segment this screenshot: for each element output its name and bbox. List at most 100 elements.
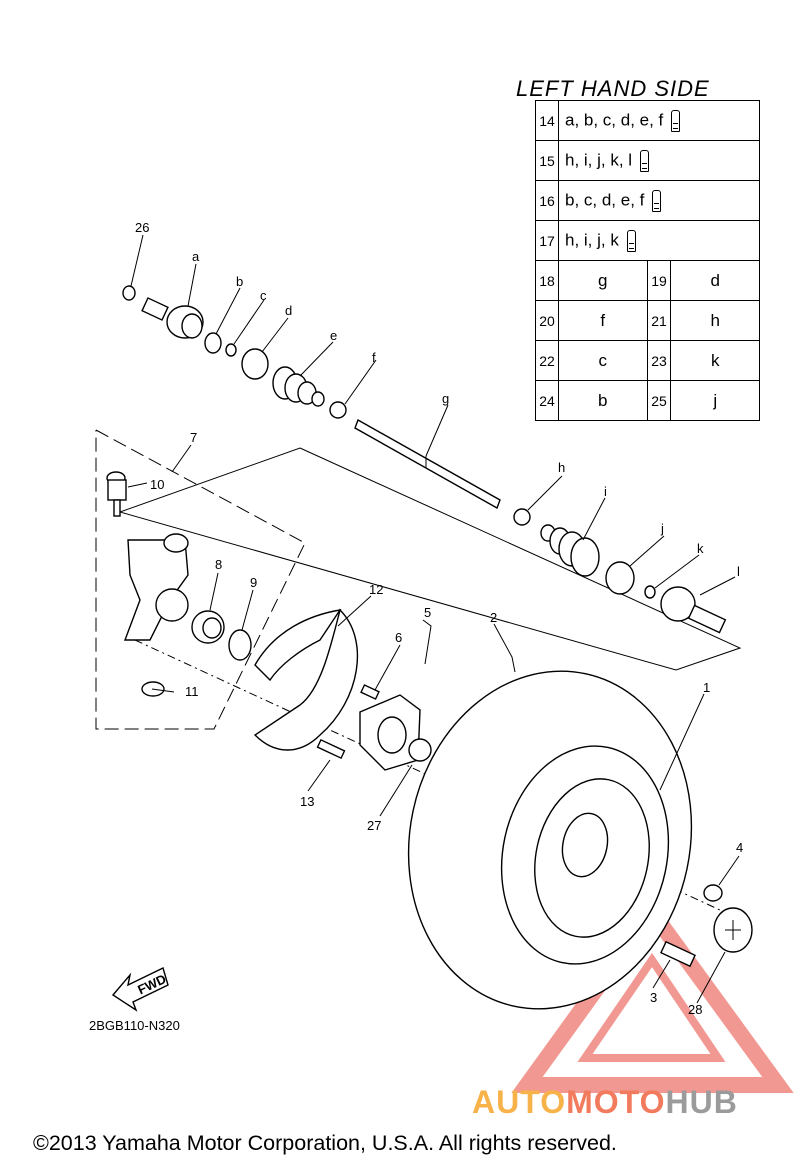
bolt-6 bbox=[360, 684, 380, 700]
watermark-part-2: MOTO bbox=[566, 1084, 666, 1120]
callout-4: 4 bbox=[736, 840, 743, 855]
callout-labels: 26 a b c d e f g h i j k l 7 10 8 9 12 5… bbox=[135, 220, 743, 1017]
callout-27: 27 bbox=[367, 818, 381, 833]
callout-6: 6 bbox=[395, 630, 402, 645]
callout-i: i bbox=[604, 484, 607, 499]
row-part: c bbox=[558, 340, 648, 381]
watermark-text: AUTOMOTOHUB bbox=[472, 1084, 738, 1121]
bearing-8 bbox=[191, 610, 225, 644]
row-part: f bbox=[558, 300, 648, 341]
table-title: LEFT HAND SIDE bbox=[516, 76, 710, 101]
callout-2: 2 bbox=[490, 610, 497, 625]
row-number: 16 bbox=[535, 180, 559, 221]
callout-g: g bbox=[442, 391, 449, 406]
brake-disc-12 bbox=[253, 608, 359, 751]
callout-k: k bbox=[697, 541, 704, 556]
circlip-26 bbox=[122, 285, 136, 301]
callout-b: b bbox=[236, 274, 243, 289]
knuckle bbox=[123, 533, 189, 641]
callout-d: d bbox=[285, 303, 292, 318]
ball-joint-10 bbox=[106, 471, 127, 517]
callout-26: 26 bbox=[135, 220, 149, 235]
band-d bbox=[241, 348, 269, 380]
callout-a: a bbox=[192, 249, 200, 264]
outer-joint-a bbox=[141, 297, 204, 339]
row-number: 22 bbox=[535, 340, 559, 381]
callout-5: 5 bbox=[424, 605, 431, 620]
row-part: b bbox=[558, 380, 648, 421]
row-parts: h, i, j, k bbox=[558, 220, 760, 261]
boot-i bbox=[540, 524, 600, 577]
row-number: 15 bbox=[535, 140, 559, 181]
callout-9: 9 bbox=[250, 575, 257, 590]
inner-joint-l bbox=[660, 586, 727, 634]
callout-f: f bbox=[372, 350, 376, 365]
table-row: 20 f 21 h bbox=[535, 300, 760, 341]
row-parts: b, c, d, e, f bbox=[558, 180, 760, 221]
table-row: 22 c 23 k bbox=[535, 340, 760, 381]
band-f bbox=[329, 401, 347, 419]
callout-12: 12 bbox=[369, 582, 383, 597]
row-part: k bbox=[670, 340, 760, 381]
nut-27 bbox=[408, 738, 432, 762]
watermark-part-3: HUB bbox=[665, 1084, 738, 1120]
callout-28: 28 bbox=[688, 1002, 702, 1017]
row-number: 19 bbox=[646, 260, 672, 301]
table-row: 14 a, b, c, d, e, f bbox=[535, 100, 760, 141]
grease-tube-icon bbox=[626, 229, 636, 252]
row-part: j bbox=[670, 380, 760, 421]
row-part: d bbox=[670, 260, 760, 301]
bolt-13 bbox=[316, 738, 346, 760]
ring-b bbox=[204, 332, 222, 354]
callout-13: 13 bbox=[300, 794, 314, 809]
watermark-part-1: AUTO bbox=[472, 1084, 567, 1120]
fwd-arrow-icon bbox=[111, 967, 169, 1012]
hub-5 bbox=[359, 694, 421, 771]
table-row: 16 b, c, d, e, f bbox=[535, 180, 760, 221]
row-number: 25 bbox=[646, 380, 672, 421]
shaft-g bbox=[354, 418, 501, 510]
boot-e bbox=[272, 366, 325, 407]
row-number: 18 bbox=[535, 260, 559, 301]
callout-10: 10 bbox=[150, 477, 164, 492]
row-number: 17 bbox=[535, 220, 559, 261]
callout-j: j bbox=[660, 521, 664, 536]
callout-e: e bbox=[330, 328, 337, 343]
row-number: 24 bbox=[535, 380, 559, 421]
circlip-9 bbox=[228, 629, 252, 661]
row-parts: h, i, j, k, l bbox=[558, 140, 760, 181]
hub-cap-28 bbox=[713, 907, 753, 953]
nut-4 bbox=[703, 884, 723, 902]
grease-tube-icon bbox=[652, 189, 662, 212]
wheel-tire bbox=[407, 670, 693, 1010]
row-parts: a, b, c, d, e, f bbox=[558, 100, 760, 141]
row-part: h bbox=[670, 300, 760, 341]
callout-3: 3 bbox=[650, 990, 657, 1005]
copyright-notice: ©2013 Yamaha Motor Corporation, U.S.A. A… bbox=[33, 1131, 617, 1155]
callout-c: c bbox=[260, 288, 267, 303]
circlip-c bbox=[225, 343, 237, 357]
leader-lines bbox=[127, 234, 740, 1004]
callout-7: 7 bbox=[190, 430, 197, 445]
callout-1: 1 bbox=[703, 680, 710, 695]
callout-l: l bbox=[737, 564, 740, 579]
knuckle-assembly-box bbox=[95, 429, 306, 730]
row-part: g bbox=[558, 260, 648, 301]
callout-8: 8 bbox=[215, 557, 222, 572]
grease-tube-icon bbox=[671, 109, 681, 132]
row-number: 23 bbox=[646, 340, 672, 381]
drawing-code: 2BGB110-N320 bbox=[89, 1018, 180, 1033]
callout-11: 11 bbox=[185, 684, 199, 699]
left-hand-side-table: 14 a, b, c, d, e, f 15 h, i, j, k, l 16 … bbox=[535, 100, 760, 421]
table-row: 24 b 25 j bbox=[535, 380, 760, 421]
table-row: 18 g 19 d bbox=[535, 260, 760, 301]
stud-3 bbox=[660, 940, 696, 968]
table-row: 15 h, i, j, k, l bbox=[535, 140, 760, 181]
axle-assembly-box bbox=[118, 447, 742, 671]
row-number: 14 bbox=[535, 100, 559, 141]
band-j bbox=[605, 561, 635, 595]
table-row: 17 h, i, j, k bbox=[535, 220, 760, 261]
row-number: 21 bbox=[646, 300, 672, 341]
callout-h: h bbox=[558, 460, 565, 475]
